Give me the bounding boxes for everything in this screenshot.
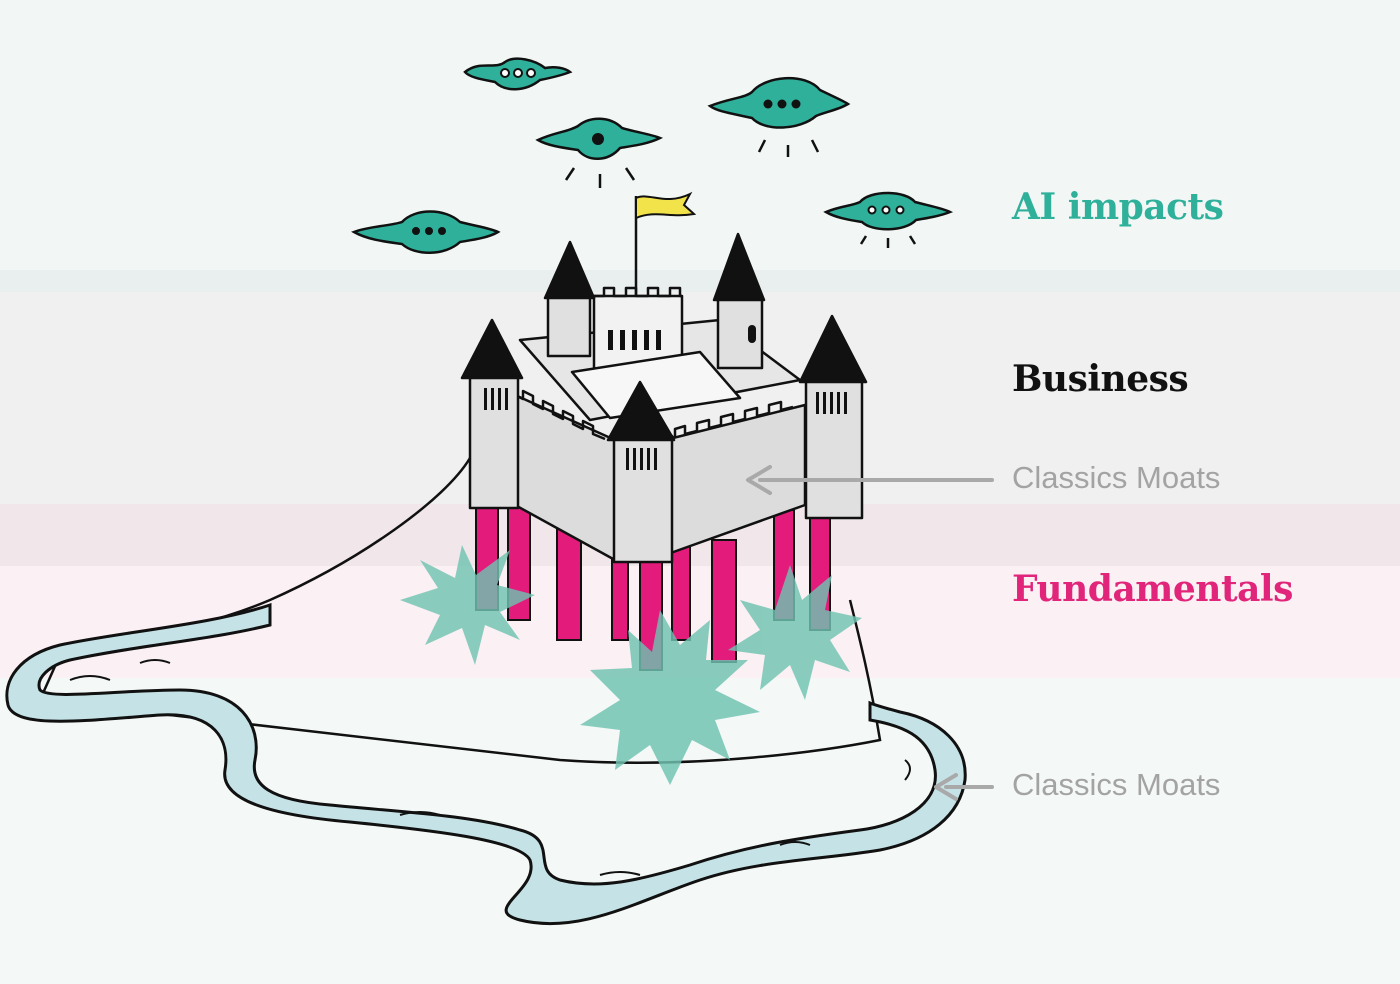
label-ai-impacts: AI impacts <box>1012 186 1224 228</box>
hill-outline <box>38 457 882 764</box>
label-classics-moats-upper: Classics Moats <box>1012 460 1221 495</box>
arrow-left-icon <box>934 773 994 801</box>
label-business: Business <box>1012 358 1189 400</box>
band-separator <box>0 270 1400 292</box>
burst-icon <box>400 545 862 785</box>
castle-icon <box>460 232 868 564</box>
band-ai-impacts <box>0 0 1400 270</box>
label-fundamentals: Fundamentals <box>1012 568 1293 610</box>
label-classics-moats-lower: Classics Moats <box>1012 767 1221 802</box>
moat-river-icon <box>5 602 967 926</box>
flag-icon <box>634 191 697 296</box>
arrow-left-icon <box>746 465 994 495</box>
